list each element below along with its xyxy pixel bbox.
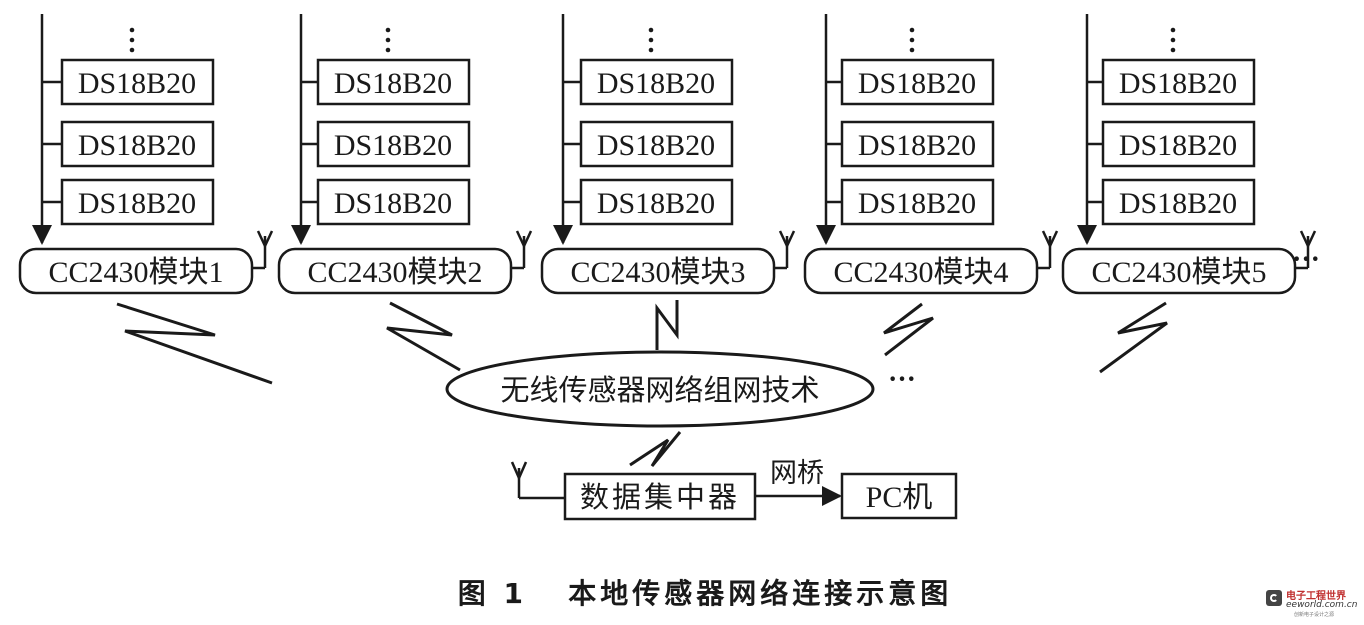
ds18b20-sensor-label: DS18B20 (334, 67, 452, 100)
pc-label: PC机 (866, 481, 933, 514)
ds18b20-sensor-box (60, 120, 215, 168)
more-sensors-ellipsis (648, 27, 654, 53)
watermark-cn: 电子工程世界 (1286, 591, 1346, 602)
ds18b20-sensor-box (60, 178, 215, 226)
antenna-icon (252, 230, 274, 270)
ds18b20-sensor-box (1101, 178, 1256, 226)
network-ellipse (445, 350, 875, 428)
wireless-link-3 (655, 300, 679, 350)
more-modules-ellipsis: ··· (1292, 244, 1320, 275)
ds18b20-sensor-box (579, 120, 734, 168)
ds18b20-sensor-box (316, 178, 471, 226)
antenna-icon (511, 230, 533, 270)
cc2430-module-box (540, 247, 776, 295)
ds18b20-sensor-label: DS18B20 (78, 187, 196, 220)
cc2430-module-box (18, 247, 254, 295)
cc2430-module-label: CC2430模块1 (48, 256, 223, 289)
watermark-sub: 创新电子设计之源 (1294, 612, 1335, 618)
ds18b20-sensor-label: DS18B20 (78, 67, 196, 100)
cc2430-module-box (277, 247, 513, 295)
more-sensors-ellipsis (385, 27, 391, 53)
ds18b20-sensor-box (1101, 58, 1256, 106)
ds18b20-sensor-label: DS18B20 (858, 187, 976, 220)
ds18b20-sensor-box (579, 58, 734, 106)
ds18b20-sensor-label: DS18B20 (1119, 67, 1237, 100)
more-sensors-ellipsis (1170, 27, 1176, 53)
antenna-icon (1295, 230, 1317, 270)
watermark-en: eeworld.com.cn (1286, 600, 1358, 610)
ds18b20-sensor-label: DS18B20 (597, 187, 715, 220)
ds18b20-sensor-box (840, 178, 995, 226)
pc-box (840, 472, 958, 520)
cc2430-module-box (1061, 247, 1297, 295)
cc2430-module-label: CC2430模块5 (1091, 256, 1266, 289)
more-sensors-ellipsis (909, 27, 915, 53)
figure-caption: 图 1 本地传感器网络连接示意图 (458, 577, 952, 610)
wireless-link-concentrator (629, 431, 682, 467)
network-label: 无线传感器网络组网技术 (500, 373, 819, 407)
bridge-label: 网桥 (770, 458, 824, 489)
ds18b20-sensor-label: DS18B20 (1119, 187, 1237, 220)
ds18b20-sensor-label: DS18B20 (858, 129, 976, 162)
more-sensors-ellipsis (129, 27, 135, 53)
ds18b20-sensor-box (316, 58, 471, 106)
ds18b20-sensor-label: DS18B20 (1119, 129, 1237, 162)
ds18b20-sensor-box (1101, 120, 1256, 168)
ds18b20-sensor-box (60, 58, 215, 106)
ds18b20-sensor-label: DS18B20 (334, 129, 452, 162)
ds18b20-sensor-label: DS18B20 (78, 129, 196, 162)
ds18b20-sensor-box (316, 120, 471, 168)
wireless-link-2 (386, 301, 461, 372)
ds18b20-sensor-box (579, 178, 734, 226)
cc2430-module-label: CC2430模块4 (833, 256, 1008, 289)
ds18b20-sensor-box (840, 58, 995, 106)
antenna-icon (510, 461, 565, 500)
antenna-icon (1037, 230, 1059, 270)
ds18b20-sensor-label: DS18B20 (858, 67, 976, 100)
wireless-link-5 (1099, 301, 1168, 374)
data-concentrator-label: 数据集中器 (580, 480, 740, 514)
wireless-link-4 (883, 302, 934, 357)
wireless-link-1 (116, 302, 273, 385)
ds18b20-sensor-label: DS18B20 (334, 187, 452, 220)
cc2430-module-box (803, 247, 1039, 295)
watermark: 电子工程世界 eeworld.com.cn 创新电子设计之源 (1264, 584, 1360, 620)
ds18b20-sensor-label: DS18B20 (597, 129, 715, 162)
eeworld-logo-icon (1266, 590, 1282, 606)
ds18b20-sensor-label: DS18B20 (597, 67, 715, 100)
antenna-icon (774, 230, 796, 270)
cc2430-module-label: CC2430模块2 (307, 256, 482, 289)
cc2430-module-label: CC2430模块3 (570, 256, 745, 289)
ds18b20-sensor-box (840, 120, 995, 168)
network-more-ellipsis: ··· (888, 364, 916, 395)
